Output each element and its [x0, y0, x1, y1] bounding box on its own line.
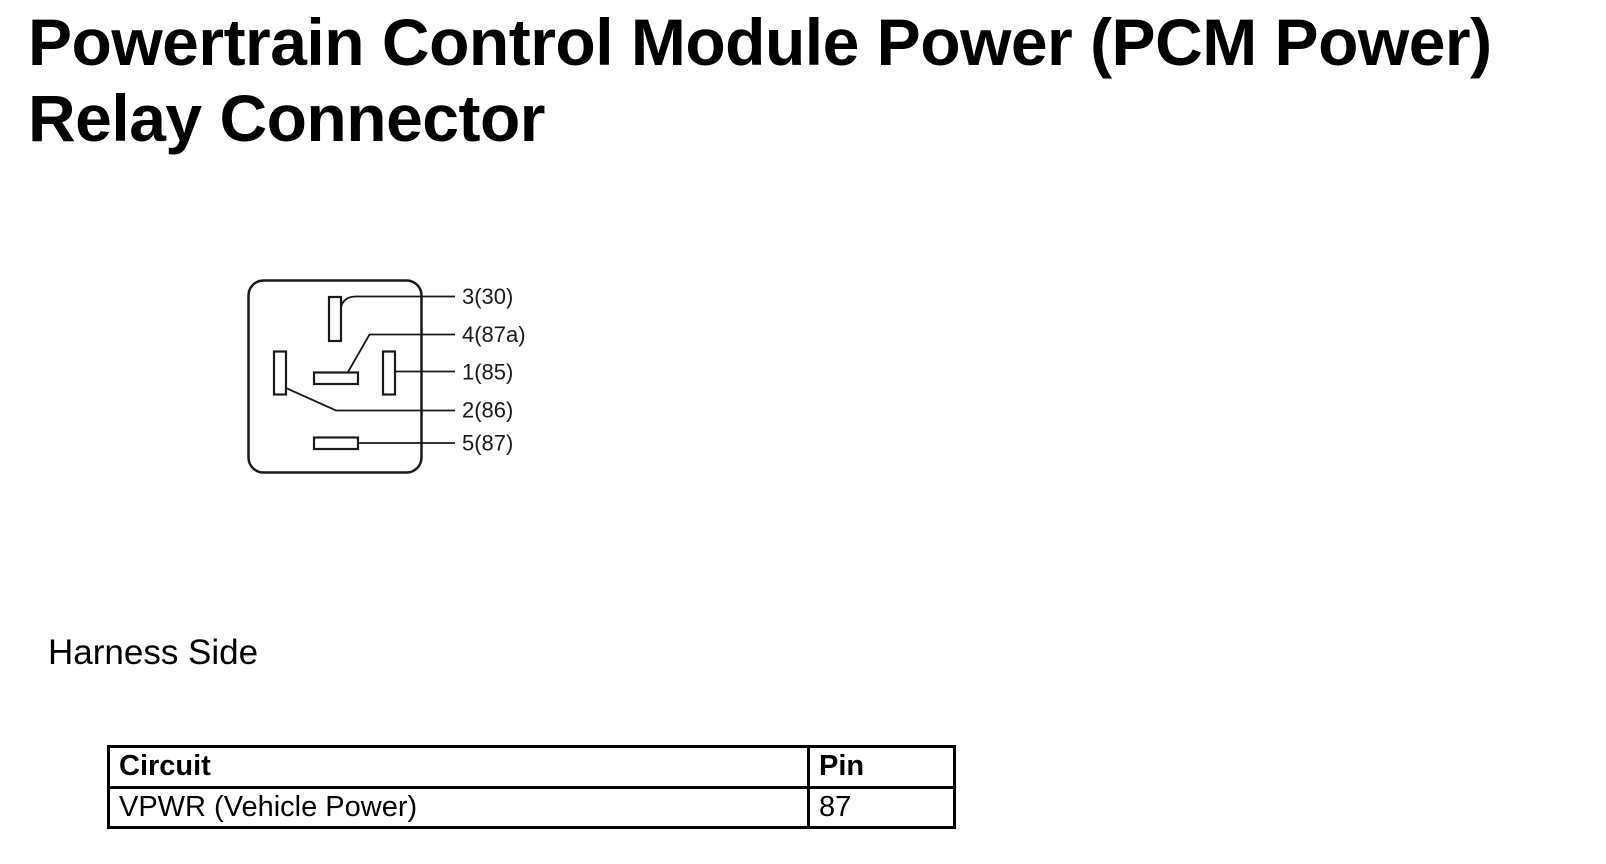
pin-3-leader-line	[340, 295, 455, 309]
page-title-line-2: Relay Connector	[28, 81, 545, 155]
table-header-pin: Pin	[807, 745, 956, 789]
connector-body-outline	[247, 279, 423, 474]
pin-label-4-87a: 4(87a)	[462, 322, 526, 347]
pin-label-1-85: 1(85)	[462, 360, 513, 385]
table-header-circuit: Circuit	[107, 745, 810, 789]
pin-2-leader-line	[285, 387, 455, 412]
pin-label-2-86: 2(86)	[462, 398, 513, 423]
relay-connector-diagram: 3(30) 4(87a) 1(85) 2(86) 5(87)	[247, 279, 526, 474]
pin-5-cavity	[312, 436, 360, 451]
pin-label-5-87: 5(87)	[462, 431, 513, 456]
pin-cell: 87	[807, 786, 956, 829]
pin-4-cavity	[312, 371, 360, 386]
pin-label-3-30: 3(30)	[462, 284, 513, 309]
pin-4-leader-line	[347, 333, 455, 373]
pin-2-cavity	[272, 350, 288, 396]
harness-side-label: Harness Side	[48, 633, 259, 672]
circuit-pin-table: Circuit Pin VPWR (Vehicle Power) 87	[107, 745, 956, 829]
page-title-line-1: Powertrain Control Module Power (PCM Pow…	[28, 5, 1492, 79]
pin-3-cavity	[327, 295, 343, 343]
table-header-row: Circuit Pin	[107, 745, 956, 789]
circuit-cell: VPWR (Vehicle Power)	[107, 786, 810, 829]
table-row: VPWR (Vehicle Power) 87	[107, 786, 956, 829]
page-title: Powertrain Control Module Power (PCM Pow…	[28, 4, 1492, 156]
pin-1-cavity	[381, 350, 397, 396]
